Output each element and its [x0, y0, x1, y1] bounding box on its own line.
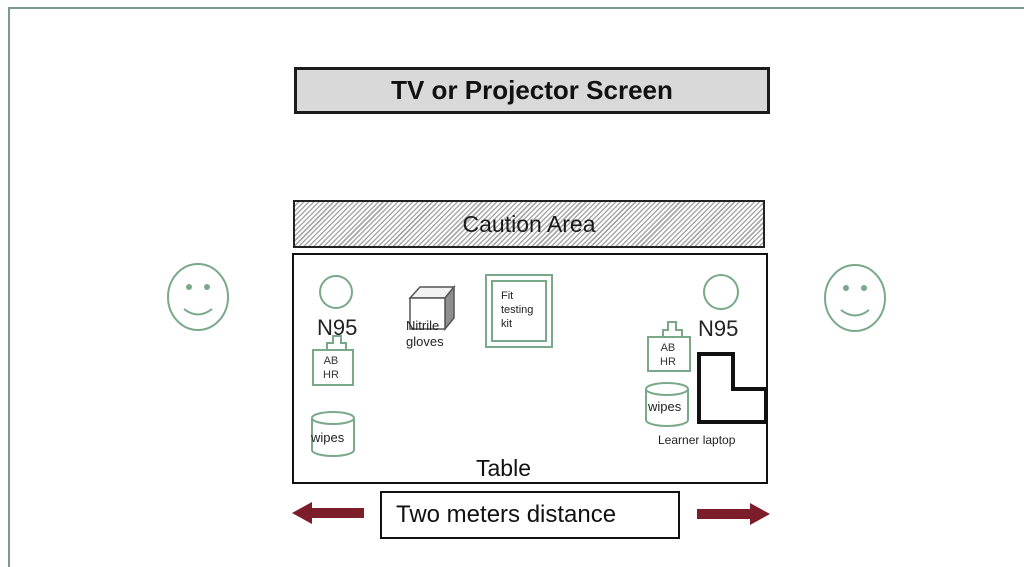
right-wipes-canister-icon [645, 382, 689, 427]
caution-area: Caution Area [293, 200, 765, 248]
left-person-smiley-face-icon [167, 263, 229, 331]
gloves-label-line2: gloves [406, 334, 444, 349]
left-n95-label: N95 [317, 315, 358, 340]
right-arrow-icon [697, 503, 770, 525]
right-n95-circle-icon [703, 274, 739, 310]
fit-testing-kit-box-icon [485, 274, 553, 348]
gloves-label: Nitrile gloves [406, 318, 444, 350]
right-abhr-label-line2: HR [660, 356, 676, 368]
right-wipes-label: wipes [648, 399, 682, 414]
left-abhr-bottle-icon [312, 335, 354, 386]
distance-label: Two meters distance [396, 501, 617, 528]
gloves-box-icon [408, 284, 456, 332]
gloves-label-line1: Nitrile [406, 318, 440, 333]
right-abhr-label-line1: AB [660, 342, 676, 354]
left-abhr-label: AB HR [323, 354, 339, 382]
left-wipes-canister-icon [311, 411, 355, 457]
left-abhr-label-line2: HR [323, 369, 339, 381]
room-frame [8, 7, 1024, 567]
fit-testing-kit-label-line1: Fit [501, 290, 514, 302]
left-arrow-icon [292, 502, 364, 524]
fit-testing-kit-label: Fit testing kit [501, 289, 533, 331]
distance-box: Two meters distance [380, 491, 680, 539]
right-n95-label: N95 [698, 316, 739, 341]
fit-testing-kit-label-line3: kit [501, 318, 512, 330]
left-abhr-label-line1: AB [323, 355, 339, 367]
right-abhr-label: AB HR [660, 341, 676, 369]
right-abhr-bottle-icon [647, 321, 691, 372]
projector-screen-label: TV or Projector Screen [391, 75, 673, 105]
projector-screen: TV or Projector Screen [294, 67, 770, 114]
fit-testing-kit-label-line2: testing [501, 304, 534, 316]
right-person-smiley-face-icon [824, 264, 886, 332]
left-wipes-label: wipes [311, 430, 345, 445]
learner-laptop-icon [697, 352, 768, 424]
caution-area-label: Caution Area [462, 210, 596, 237]
learner-laptop-label: Learner laptop [658, 433, 736, 447]
table [292, 253, 768, 484]
diagram-graphics [167, 263, 886, 525]
table-label: Table [476, 455, 531, 481]
left-n95-circle-icon [319, 275, 353, 309]
